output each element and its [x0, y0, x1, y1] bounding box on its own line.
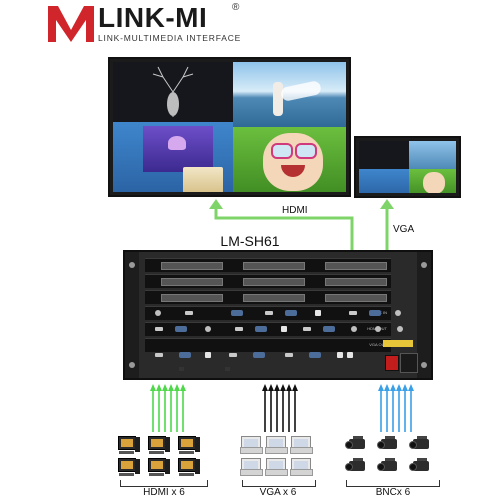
input-arrow-head — [274, 384, 280, 391]
brand-name: LINK-MI — [98, 2, 208, 33]
large-monitor — [108, 57, 351, 197]
bnc-source-bracket — [346, 480, 440, 487]
registered-mark: ® — [232, 2, 240, 13]
input-arrows — [150, 384, 414, 432]
input-arrow-head — [168, 384, 174, 391]
device-model: LM-SH61 — [220, 233, 280, 249]
input-arrow-head — [180, 384, 186, 391]
camera-icon — [345, 436, 369, 451]
camera-icon — [345, 458, 369, 473]
desktop-pc-icon — [178, 458, 200, 476]
input-arrow-head — [384, 384, 390, 391]
small-monitor — [354, 136, 461, 198]
pane-deer — [113, 62, 233, 122]
input-arrow-head — [268, 384, 274, 391]
bnc-input-label: BNCx 6 — [375, 487, 411, 498]
pane-child — [233, 127, 346, 192]
camera-icon — [409, 458, 433, 473]
vga-pc-icon — [290, 436, 313, 454]
link-mi-logo-icon — [48, 6, 94, 42]
small-monitor-screen — [359, 141, 456, 193]
input-arrow-head — [378, 384, 384, 391]
input-arrow-head — [162, 384, 168, 391]
power-socket — [400, 353, 418, 373]
input-arrow-head — [174, 384, 180, 391]
warning-sticker — [383, 340, 413, 347]
hdmi-source-group — [118, 436, 210, 480]
vga-input-label: VGA x 6 — [259, 487, 297, 498]
camera-icon — [377, 458, 401, 473]
input-arrow-head — [390, 384, 396, 391]
desktop-pc-icon — [118, 458, 140, 476]
large-monitor-screen — [113, 62, 346, 192]
input-arrow-head — [286, 384, 292, 391]
hdmi-source-bracket — [120, 480, 208, 487]
vga-pc-icon — [290, 458, 313, 476]
vga-input-arrows — [262, 384, 298, 432]
hdmi-input-label: HDMI x 6 — [143, 487, 185, 498]
desktop-pc-icon — [118, 436, 140, 454]
vga-output-label: VGA — [393, 224, 415, 235]
vga-pc-icon — [265, 458, 288, 476]
power-switch[interactable] — [385, 355, 399, 371]
vga-source-bracket — [242, 480, 316, 487]
input-arrow-head — [292, 384, 298, 391]
input-arrow-head — [396, 384, 402, 391]
bnc-input-arrows — [378, 384, 414, 432]
input-arrow-head — [280, 384, 286, 391]
hdmi-input-arrows — [150, 384, 186, 432]
camera-icon — [409, 436, 433, 451]
vga-pc-icon — [240, 458, 263, 476]
hdmi-output-label: HDMI — [282, 205, 308, 216]
pane-ocean — [233, 62, 346, 127]
hdmi-out-arrow — [214, 207, 354, 250]
input-arrow-head — [262, 384, 268, 391]
input-arrow-head — [402, 384, 408, 391]
brand-tagline: LINK-MULTIMEDIA INTERFACE — [98, 33, 242, 43]
pane-jellyfish — [113, 122, 233, 192]
input-arrow-head — [408, 384, 414, 391]
camera-icon — [377, 436, 401, 451]
input-arrow-head — [156, 384, 162, 391]
desktop-pc-icon — [178, 436, 200, 454]
bnc-source-group — [345, 436, 441, 480]
desktop-pc-icon — [148, 458, 170, 476]
vga-source-group — [240, 436, 316, 480]
card-label: VGA OUT — [369, 342, 387, 347]
device-chassis: HDMI IN HDMI IN VGA IN BNC IN HDMI OUT V… — [123, 250, 433, 380]
vga-pc-icon — [265, 436, 288, 454]
desktop-pc-icon — [148, 436, 170, 454]
input-arrow-head — [150, 384, 156, 391]
output-arrows — [209, 199, 394, 250]
vga-pc-icon — [240, 436, 263, 454]
